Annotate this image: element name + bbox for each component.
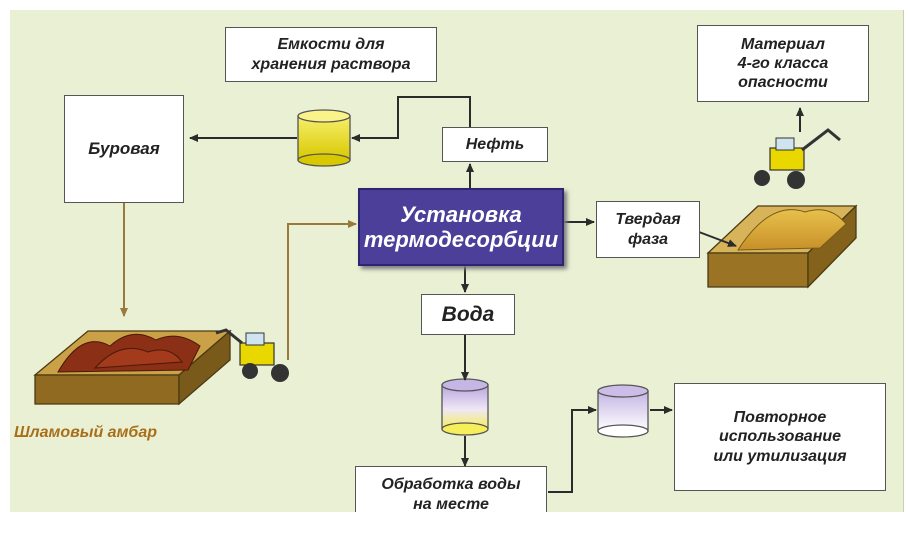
water-box: Вода <box>421 294 515 335</box>
bottom-margin <box>0 512 909 537</box>
rig-box: Буровая <box>64 95 184 203</box>
connector-oil-to-storage <box>351 96 471 142</box>
reuse-box: Повторное использование или утилизация <box>674 383 886 491</box>
soil-pile-icon <box>706 204 858 289</box>
connector-treatment-to-clean <box>548 406 597 493</box>
storage-tank-icon <box>297 109 351 167</box>
oil-box: Нефть <box>442 127 548 162</box>
water-tank-icon <box>441 378 489 436</box>
sludge-pit-icon <box>33 329 232 406</box>
solid-phase-box: Твердая фаза <box>596 201 700 258</box>
connector-solid-to-pile <box>698 231 737 247</box>
excavator-icon <box>754 128 841 189</box>
material-box: Материал 4-го класса опасности <box>697 25 869 102</box>
clean-water-tank-icon <box>597 384 649 438</box>
sludge-pit-label: Шламовый амбар <box>14 424 157 441</box>
storage-box: Емкости для хранения раствора <box>225 27 437 82</box>
connector-amber-to-installation <box>287 220 357 360</box>
installation-box: Установка термодесорбции <box>358 188 564 266</box>
excavator-icon <box>215 328 289 382</box>
